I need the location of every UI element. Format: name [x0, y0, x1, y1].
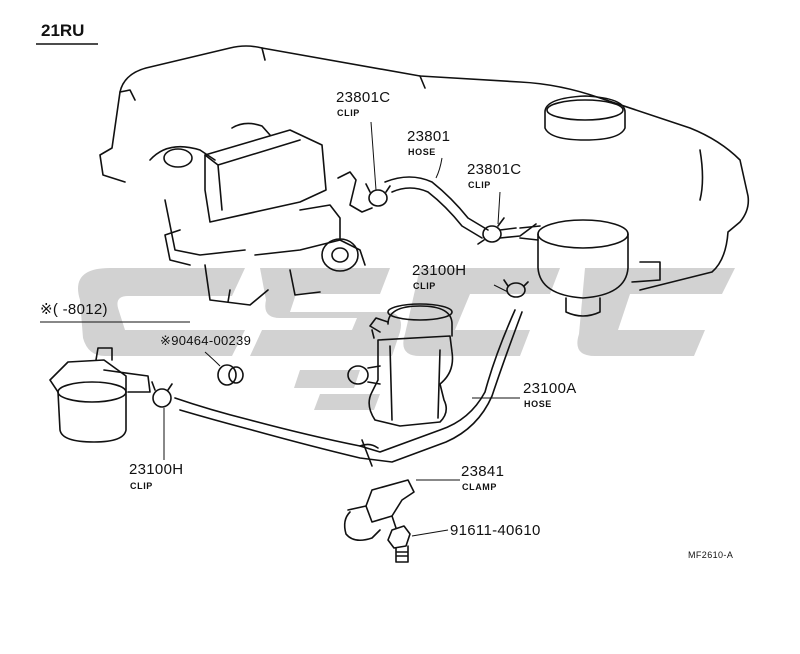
- model-code: 21RU: [41, 21, 85, 40]
- bolt-91611-shape: [387, 525, 411, 563]
- clip-23100h-lower-shape: [151, 381, 173, 408]
- clip-23100h-upper-desc: CLIP: [413, 281, 436, 291]
- hose-23100a-desc: HOSE: [524, 399, 552, 409]
- clip-23100h-lower-number: 23100H: [129, 461, 184, 478]
- charcoal-canister: [519, 219, 661, 317]
- clip-23801c-top-number: 23801C: [336, 89, 391, 106]
- carburetor: [149, 122, 373, 306]
- clip-23100h-lower-desc: CLIP: [130, 481, 153, 491]
- clip-23801c-top-shape: [365, 183, 391, 207]
- fuel-filter: [49, 347, 151, 443]
- clamp-23841-shape: [343, 479, 415, 542]
- clamp-23841-desc: CLAMP: [462, 482, 497, 492]
- clip-23801c-right-shape: [477, 217, 505, 245]
- hose-23801: [384, 176, 489, 239]
- hose-23801-number: 23801: [407, 128, 451, 145]
- clip-23801c-top-desc: CLIP: [337, 108, 360, 118]
- hose-23100a-number: 23100A: [523, 380, 577, 397]
- clip-23801c-right-desc: CLIP: [468, 180, 491, 190]
- part-90464-number: ※90464-00239: [160, 333, 252, 348]
- clip-23100h-upper-number: 23100H: [412, 262, 467, 279]
- part-90464-shape: [217, 364, 244, 386]
- clamp-23841-number: 23841: [461, 463, 505, 480]
- reference-code: MF2610-A: [688, 550, 734, 560]
- watermark-logo: [78, 268, 735, 410]
- engine-outline: [99, 45, 750, 291]
- oil-filler-cap: [544, 95, 626, 141]
- clip-23100h-upper-shape: [503, 279, 529, 298]
- clip-23801c-right-number: 23801C: [467, 161, 522, 178]
- bolt-91611-number: 91611-40610: [450, 522, 541, 539]
- note-range: ※( -8012): [40, 301, 108, 318]
- hose-23801-desc: HOSE: [408, 147, 436, 157]
- vacuum-valve: [347, 303, 454, 427]
